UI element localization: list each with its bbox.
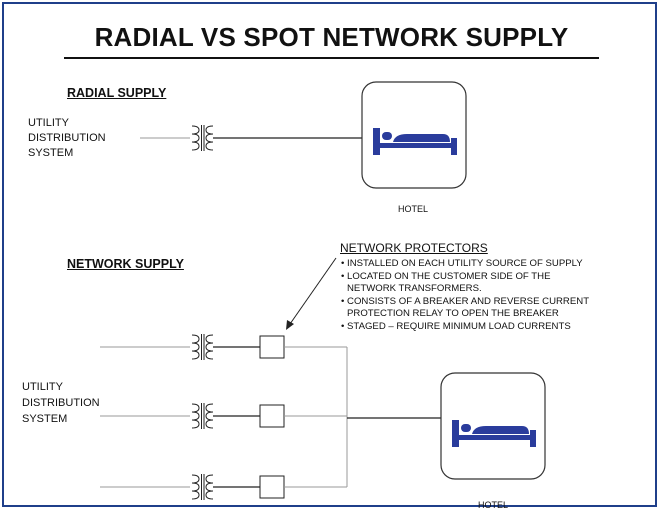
protectors-item: • INSTALLED ON EACH UTILITY SOURCE OF SU… xyxy=(341,258,583,269)
protectors-item: • LOCATED ON THE CUSTOMER SIDE OF THE xyxy=(341,270,551,282)
network-source-line-3: SYSTEM xyxy=(22,413,68,425)
network-transformer-icon-3 xyxy=(191,473,214,501)
radial-source-line-2: DISTRIBUTION xyxy=(28,132,106,144)
protectors-list: • INSTALLED ON EACH UTILITY SOURCE OF SU… xyxy=(341,258,589,334)
network-protector-3 xyxy=(259,475,285,499)
slide-frame xyxy=(2,2,657,507)
network-load-label: HOTEL xyxy=(478,500,509,510)
network-transformer-icon-1 xyxy=(191,333,214,361)
protectors-heading: NETWORK PROTECTORS xyxy=(340,241,488,255)
arrow-head-icon xyxy=(286,320,294,330)
protector-callout-arrow xyxy=(289,257,337,325)
title-underline xyxy=(64,57,599,59)
network-transformer-icon-2 xyxy=(191,402,214,430)
network-source-line-2: DISTRIBUTION xyxy=(22,397,100,409)
radial-source-line-3: SYSTEM xyxy=(28,147,74,159)
radial-transformer-icon xyxy=(191,124,214,152)
protectors-item: NETWORK TRANSFORMERS. xyxy=(347,283,482,295)
network-protector-2 xyxy=(259,404,285,428)
protectors-item: • STAGED – REQUIRE MINIMUM LOAD CURRENTS xyxy=(341,320,571,332)
protectors-item: • CONSISTS OF A BREAKER AND REVERSE CURR… xyxy=(341,295,590,307)
network-protector-1 xyxy=(259,335,285,359)
network-source-line-1: UTILITY xyxy=(22,381,63,393)
network-heading: NETWORK SUPPLY xyxy=(67,257,184,271)
radial-load-label: HOTEL xyxy=(398,204,429,214)
radial-source-line-1: UTILITY xyxy=(28,117,69,129)
radial-heading: RADIAL SUPPLY xyxy=(67,86,167,100)
protectors-item: PROTECTION RELAY TO OPEN THE BREAKER xyxy=(347,308,559,320)
slide-title: RADIAL VS SPOT NETWORK SUPPLY xyxy=(94,22,569,52)
